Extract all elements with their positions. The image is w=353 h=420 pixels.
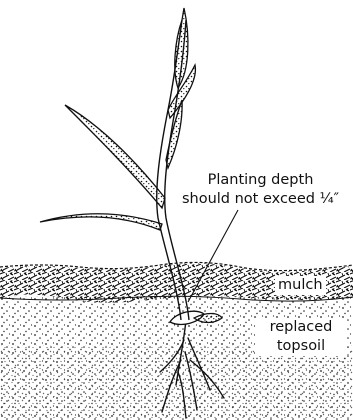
topsoil-label: replaced topsoil: [255, 318, 347, 356]
topsoil-layer: [0, 296, 353, 420]
planting-depth-label: Planting depth should not exceed ¼″: [168, 171, 353, 209]
planting-depth-line1: Planting depth: [168, 171, 353, 190]
topsoil-line2: topsoil: [258, 337, 344, 356]
mulch-label: mulch: [275, 276, 326, 295]
topsoil-line1: replaced: [258, 318, 344, 337]
planting-depth-line2: should not exceed ¼″: [168, 190, 353, 209]
